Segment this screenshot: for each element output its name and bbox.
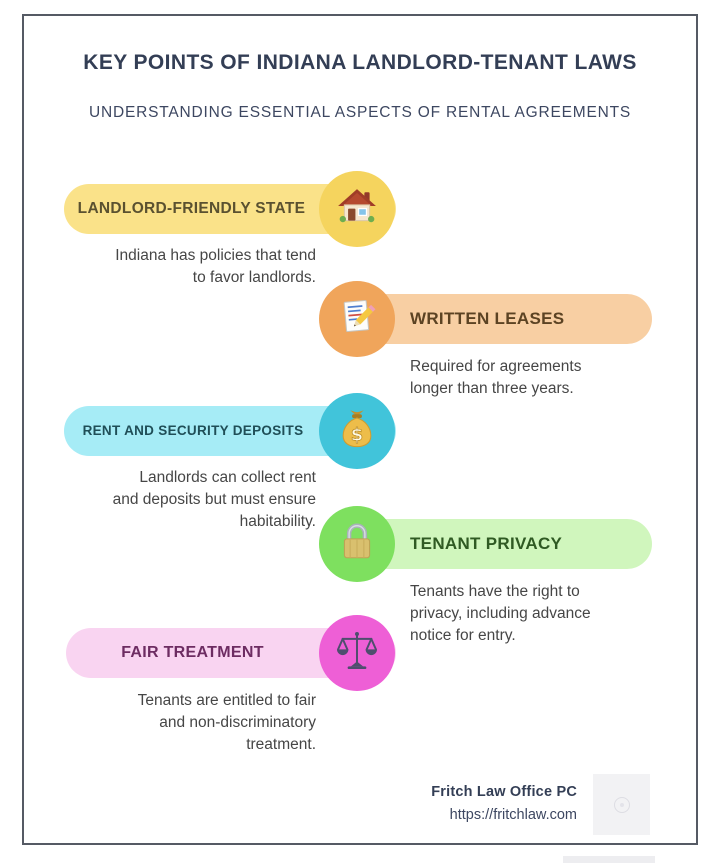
footer-company-name: Fritch Law Office PC	[431, 784, 577, 800]
page-subtitle: UNDERSTANDING ESSENTIAL ASPECTS OF RENTA…	[89, 104, 631, 121]
item-description: Required for agreements longer than thre…	[410, 358, 582, 397]
memo-icon	[336, 296, 378, 343]
svg-text:$: $	[351, 424, 363, 445]
icon-circle	[319, 615, 395, 691]
money-bag-icon: $	[336, 408, 378, 455]
item-label: TENANT PRIVACY	[410, 534, 563, 553]
icon-circle	[319, 506, 395, 582]
item-description: Indiana has policies that tend to favor …	[115, 247, 316, 286]
icon-circle: $	[319, 393, 395, 469]
logo-placeholder	[593, 774, 650, 835]
item-label: RENT AND SECURITY DEPOSITS	[82, 423, 304, 438]
item-description: Tenants have the right to privacy, inclu…	[410, 583, 591, 644]
item-label: LANDLORD-FRIENDLY STATE	[77, 200, 306, 217]
icon-circle	[319, 281, 395, 357]
logo-icon	[613, 796, 630, 813]
page-edge-artifact	[563, 856, 655, 863]
item-description: Landlords can collect rent and deposits …	[112, 469, 316, 530]
lock-icon	[336, 521, 378, 568]
page-title: KEY POINTS OF INDIANA LANDLORD-TENANT LA…	[83, 51, 637, 74]
item-label: FAIR TREATMENT	[121, 644, 264, 661]
icon-circle	[319, 171, 395, 247]
scales-icon	[335, 629, 379, 678]
house-icon	[336, 186, 378, 233]
footer-url-link[interactable]: https://fritchlaw.com	[449, 807, 577, 823]
item-description: Tenants are entitled to fair and non-dis…	[137, 692, 316, 753]
item-label: WRITTEN LEASES	[410, 309, 565, 328]
